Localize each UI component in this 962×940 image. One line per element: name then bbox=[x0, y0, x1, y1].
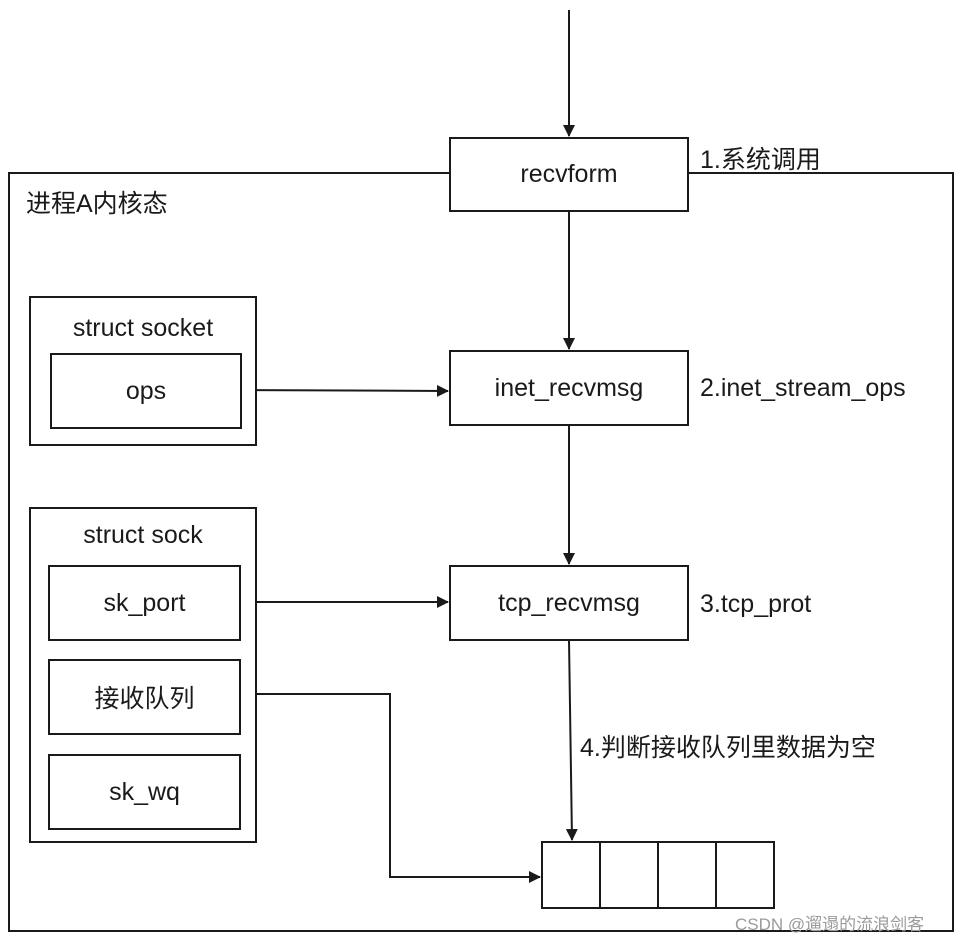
sock-field-receive-queue-label: 接收队列 bbox=[94, 685, 195, 713]
inet-recvmsg-box: inet_recvmsg bbox=[449, 350, 689, 426]
sock-field-sk-wq: sk_wq bbox=[48, 754, 241, 830]
sock-field-sk-port-label: sk_port bbox=[103, 588, 186, 617]
queue-slot bbox=[657, 841, 717, 909]
sock-field-sk-wq-label: sk_wq bbox=[109, 777, 180, 806]
recvform-box: recvform bbox=[449, 137, 689, 212]
queue-slot bbox=[599, 841, 659, 909]
arrow-tcp-to-queue bbox=[565, 639, 578, 841]
step-4-label: 4.判断接收队列里数据为空 bbox=[580, 734, 876, 762]
struct-sock-title: struct sock bbox=[83, 521, 203, 549]
tcp-recvmsg-box: tcp_recvmsg bbox=[449, 565, 689, 641]
inet-recvmsg-label: inet_recvmsg bbox=[494, 373, 644, 402]
recvform-label: recvform bbox=[520, 160, 618, 188]
tcp-recvmsg-label: tcp_recvmsg bbox=[498, 588, 640, 617]
arrow-ops-to-inet bbox=[239, 384, 449, 397]
queue-slot bbox=[541, 841, 601, 909]
receive-queue bbox=[541, 841, 775, 909]
sock-field-receive-queue: 接收队列 bbox=[48, 659, 241, 735]
struct-sock-box: struct sock sk_port 接收队列 sk_wq bbox=[29, 507, 257, 843]
arrow-recvqueue-to-queue bbox=[239, 693, 541, 883]
step-1-label: 1.系统调用 bbox=[700, 146, 821, 174]
struct-socket-title: struct socket bbox=[72, 314, 214, 342]
sock-field-sk-port: sk_port bbox=[48, 565, 241, 641]
struct-socket-box: struct socket ops bbox=[29, 296, 257, 446]
socket-field-ops-label: ops bbox=[125, 376, 167, 405]
step-2-label: 2.inet_stream_ops bbox=[700, 374, 906, 402]
queue-slot bbox=[715, 841, 775, 909]
kernel-region-label: 进程A内核态 bbox=[26, 190, 168, 218]
step-3-label: 3.tcp_prot bbox=[700, 590, 812, 618]
socket-field-ops: ops bbox=[50, 353, 242, 429]
watermark: CSDN @遛遢的流浪剑客 bbox=[735, 915, 925, 934]
